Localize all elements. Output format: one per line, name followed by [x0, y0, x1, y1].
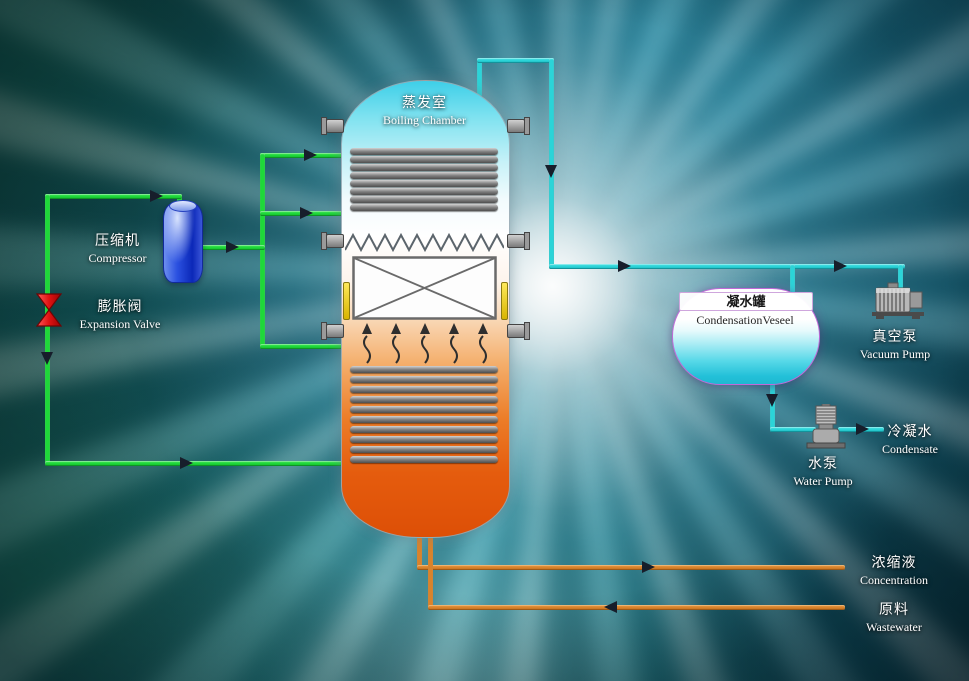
tube [350, 156, 498, 163]
vacuum-pump-label: 真空泵 Vacuum Pump [840, 329, 950, 363]
compressor-label: 压缩机 Compressor [60, 233, 175, 267]
wastewater-label: 原料 Wastewater [840, 602, 948, 636]
tube [350, 148, 498, 155]
sight-glass [501, 282, 508, 320]
pipe-green-riser [260, 153, 265, 349]
water-pump-label-en: Water Pump [793, 474, 853, 489]
tube [350, 180, 498, 187]
sight-glass [343, 282, 350, 320]
tube [350, 366, 498, 373]
flow-arrow-right-icon [834, 260, 847, 272]
concentration-label: 浓缩液 Concentration [838, 555, 950, 589]
flow-arrow-left-icon [604, 601, 617, 613]
vacuum-pump-icon [872, 282, 924, 319]
flow-arrow-right-icon [300, 207, 313, 219]
pipe-green-bottom-return [45, 461, 344, 466]
tube [350, 164, 498, 171]
flow-arrow-right-icon [642, 561, 655, 573]
flow-arrow-right-icon [856, 423, 869, 435]
pipe-orange-feed-riser [428, 532, 433, 610]
condensate-label-zh: 冷凝水 [887, 425, 933, 440]
pipe-orange-concentrate-run [417, 565, 845, 570]
tube [350, 188, 498, 195]
condensation-vessel-label: CondensationVeseel [672, 313, 818, 329]
pipe-cyan-pump-suction [770, 427, 816, 432]
lower-tube-bundle [350, 366, 498, 466]
nozzle [507, 117, 530, 135]
compressor-label-zh: 压缩机 [95, 234, 140, 249]
nozzle [321, 232, 344, 250]
flow-arrow-down-icon [41, 352, 53, 365]
tube [350, 426, 498, 433]
condensate-label: 冷凝水 Condensate [858, 424, 962, 458]
pipe-orange-feed-run [428, 605, 845, 610]
vacuum-pump-label-en: Vacuum Pump [859, 347, 931, 362]
flow-arrow-right-icon [180, 457, 193, 469]
nozzle [507, 232, 530, 250]
nozzle [507, 322, 530, 340]
expansion-valve-icon [36, 293, 62, 327]
pipe-orange-concentrate-stub [417, 525, 422, 570]
tube [350, 406, 498, 413]
pipe-green-left-downcomer [45, 194, 50, 465]
condensation-vessel-label-en: CondensationVeseel [696, 313, 794, 327]
vacuum-pump-label-zh: 真空泵 [872, 330, 918, 345]
tube [350, 446, 498, 453]
expansion-valve-label-en: Expansion Valve [79, 317, 161, 332]
pipe-cyan-vessel-top-stub [477, 58, 482, 98]
boiling-chamber-label: 蒸发室 Boiling Chamber [341, 95, 508, 129]
pipe-cyan-top-run [477, 58, 554, 63]
concentration-label-en: Concentration [860, 573, 928, 588]
tube [350, 204, 498, 211]
tube [350, 376, 498, 383]
flow-arrow-right-icon [618, 260, 631, 272]
condensate-label-en: Condensate [882, 442, 938, 457]
water-pump-label: 水泵 Water Pump [770, 456, 876, 490]
pipe-cyan-vacuum-pump-stub [898, 264, 903, 290]
tube [350, 416, 498, 423]
expansion-valve-label-zh: 膨胀阀 [97, 300, 143, 315]
condensation-vessel-nameplate: 凝水罐 [679, 292, 813, 311]
tube [350, 436, 498, 443]
steam-arrows [362, 323, 488, 364]
water-pump-icon [806, 404, 846, 449]
concentration-label-zh: 浓缩液 [871, 556, 917, 571]
pipe-cyan-main-run [549, 264, 905, 269]
tube [350, 456, 498, 463]
boiling-chamber-label-en: Boiling Chamber [383, 113, 466, 128]
wastewater-label-en: Wastewater [866, 620, 922, 635]
flow-arrow-down-icon [545, 165, 557, 178]
pipe-cyan-vessel-inlet-stub [790, 264, 795, 294]
pipe-green-top-left [45, 194, 182, 199]
compressor-label-en: Compressor [88, 251, 147, 266]
expansion-valve-label: 膨胀阀 Expansion Valve [55, 299, 185, 333]
flow-arrow-right-icon [226, 241, 239, 253]
water-pump-label-zh: 水泵 [808, 457, 838, 472]
nozzle [321, 117, 344, 135]
tube [350, 196, 498, 203]
nozzle [321, 322, 344, 340]
heat-exchanger-box [352, 256, 497, 320]
compressor-icon [163, 200, 203, 283]
pipe-green-upper-inlet [260, 153, 344, 158]
tube [350, 172, 498, 179]
wastewater-label-zh: 原料 [879, 603, 909, 618]
boiling-chamber-label-zh: 蒸发室 [402, 96, 447, 111]
upper-tube-bundle [350, 148, 498, 212]
flow-arrow-right-icon [150, 190, 163, 202]
flow-arrow-right-icon [304, 149, 317, 161]
tube [350, 396, 498, 403]
tube [350, 386, 498, 393]
demister-zigzag [345, 232, 504, 252]
pipe-cyan-drop [549, 58, 554, 269]
flow-arrow-down-icon [766, 394, 778, 407]
pipe-green-lower-branch [260, 344, 344, 349]
